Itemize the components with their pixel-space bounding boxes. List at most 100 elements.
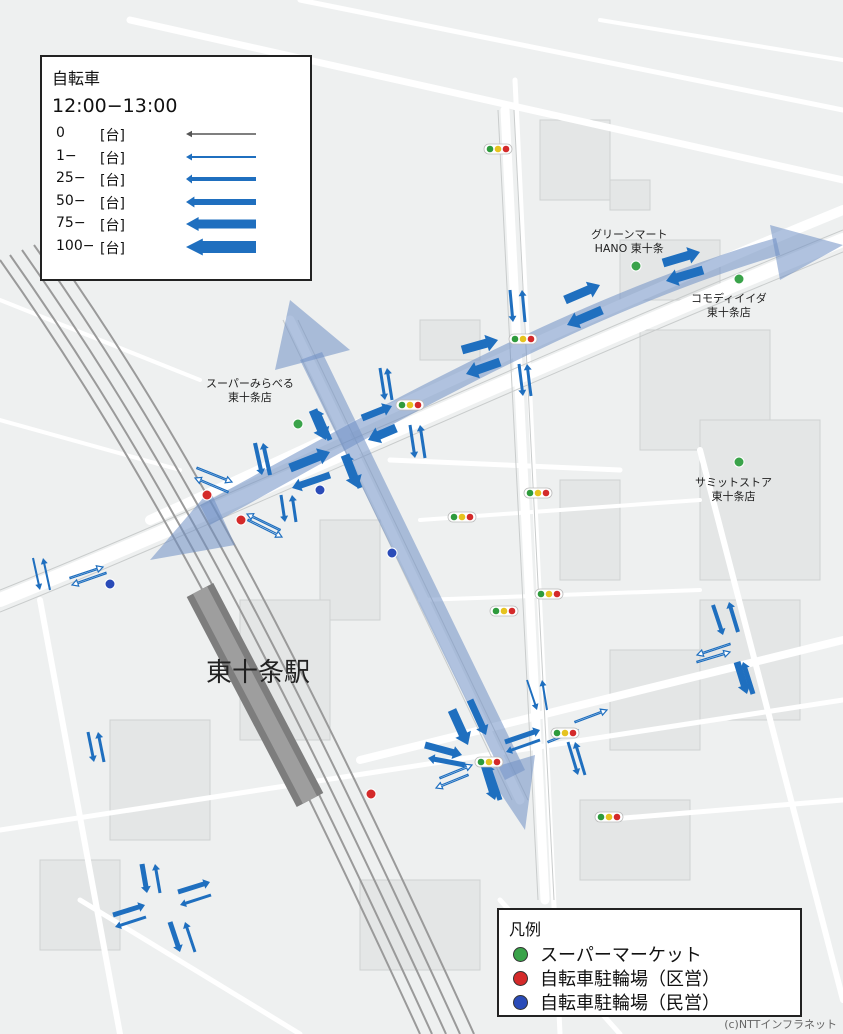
bike-flow-arrow — [32, 557, 43, 590]
flow-legend-unit: [台] — [100, 150, 125, 167]
flow-legend-value: 25− — [56, 170, 86, 186]
bike-flow-arrow — [740, 662, 756, 695]
mirabelle-line2: 東十条店 — [227, 391, 272, 404]
summit-line1: サミットストア — [695, 476, 772, 489]
legend-dot-icon — [513, 946, 528, 962]
bike-flow-arrow — [69, 565, 105, 580]
bike-flow-arrow — [466, 357, 502, 379]
category-legend-item: スーパーマーケット — [509, 942, 790, 966]
bike-flow-arrow — [288, 495, 298, 523]
city-blocks — [39, 119, 821, 971]
bike-flow-arrow — [246, 518, 284, 538]
bike-flow-arrow — [508, 289, 517, 322]
bike-flow-arrow — [70, 571, 107, 587]
category-legend-label: 自転車駐輪場（区営） — [540, 969, 720, 990]
bike-flow-arrow — [485, 765, 503, 801]
supermarket-marker-mirabelle — [292, 418, 304, 430]
legend-dot-icon — [513, 970, 528, 986]
bike-flow-arrow — [292, 471, 332, 492]
bike-flow-arrows — [32, 247, 756, 953]
station-label: 東十条駅 — [206, 658, 311, 688]
bike-flow-arrow — [408, 424, 419, 458]
bike-flow-arrow — [661, 247, 700, 268]
commodity-line2: 東十条店 — [706, 306, 751, 319]
bike-flow-arrow — [563, 281, 600, 305]
flow-legend-unit: [台] — [100, 195, 125, 212]
bike-flow-arrow — [726, 602, 740, 633]
traffic-signal-icon — [594, 811, 624, 823]
category-legend: 凡例 スーパーマーケット自転車駐輪場（区営） 自転車駐輪場（民営） — [497, 908, 802, 1017]
flow-legend-unit: [台] — [100, 218, 125, 234]
bike-flow-arrow — [86, 731, 97, 762]
bike-flow-arrow — [526, 679, 539, 710]
flow-legend-row: 50− [台] — [52, 191, 300, 214]
flow-legend-row: 100−[台] — [52, 236, 300, 259]
flow-legend-unit: [台] — [100, 173, 125, 189]
category-legend-title: 凡例 — [509, 920, 542, 939]
bike-flow-arrow — [195, 466, 234, 484]
bike-flow-arrow — [696, 649, 732, 664]
flow-legend-row: 25− [台] — [52, 168, 300, 191]
traffic-signal-icon — [489, 605, 519, 617]
bike-flow-arrow — [416, 425, 427, 459]
parking-private-marker — [314, 484, 326, 496]
flow-legend-unit: [台] — [100, 240, 125, 257]
bike-flow-arrow — [115, 915, 147, 929]
bike-flow-arrow — [460, 334, 498, 355]
copyright: (c)NTTインフラネット — [724, 1018, 837, 1031]
legend-dot-icon — [513, 994, 528, 1010]
supermarket-marker-summit — [733, 456, 745, 468]
bike-flow-arrow — [40, 558, 51, 591]
bike-flow-arrow — [384, 368, 394, 401]
category-legend-label: 自転車駐輪場（民営） — [540, 993, 720, 1014]
place-label-green-mart: グリーンマート HANO 東十条 — [591, 228, 667, 256]
parking-private-marker — [104, 578, 116, 590]
bike-flow-arrow — [378, 367, 388, 400]
bike-flow-arrow — [180, 893, 212, 907]
category-legend-item: 自転車駐輪場（民営） — [509, 990, 790, 1014]
bike-flow-arrow — [539, 680, 548, 711]
bike-flow-arrow — [506, 738, 541, 754]
parking-public-marker — [201, 489, 213, 501]
bike-flow-arrow — [733, 661, 751, 694]
traffic-signal-icon — [483, 143, 513, 155]
commodity-line1: コモディイイダ — [691, 292, 767, 305]
green-mart-line1: グリーンマート — [591, 228, 668, 241]
flow-legend-arrow-icon — [186, 153, 256, 160]
parking-private-marker — [386, 547, 398, 559]
poi-markers — [104, 260, 745, 800]
bike-flow-arrow — [315, 410, 333, 441]
bike-flow-arrow — [288, 448, 330, 473]
flow-legend-value: 50− — [56, 192, 86, 209]
bike-flow-arrow — [424, 741, 462, 759]
traffic-signal-icon — [534, 588, 564, 600]
bike-flow-arrow — [567, 305, 604, 329]
bike-flow-arrow — [666, 265, 705, 286]
flow-legend-row: 0[台] — [52, 123, 300, 146]
place-label-summit: サミットストア 東十条店 — [695, 476, 772, 504]
flow-legend-arrow-icon — [186, 174, 256, 184]
bike-flow-arrow — [139, 863, 151, 893]
summit-line2: 東十条店 — [711, 490, 756, 503]
traffic-signal-icon — [395, 399, 425, 411]
category-legend-item: 自転車駐輪場（区営） — [509, 966, 790, 990]
bike-flow-arrow — [711, 604, 726, 635]
supermarket-marker-green-mart — [630, 260, 642, 272]
bike-flow-arrow — [695, 642, 731, 657]
parking-public-marker — [365, 788, 377, 800]
place-label-mirabelle: スーパーみらべる 東十条店 — [206, 377, 294, 405]
flow-legend-title: 自転車 — [52, 69, 101, 88]
bike-flow-arrow — [428, 754, 466, 768]
bike-flow-arrow — [566, 741, 581, 775]
mirabelle-line1: スーパーみらべる — [206, 377, 294, 390]
traffic-signal-icon — [474, 756, 504, 768]
bike-flow-arrow — [177, 879, 210, 895]
flow-legend: 自転車 12:00−13:00 0[台]1−[台]25−[台]50−[台]75−… — [40, 55, 312, 281]
route-arrows — [150, 225, 843, 830]
bike-flow-arrow — [504, 727, 540, 745]
traffic-signal-icon — [550, 727, 580, 739]
category-legend-rows: スーパーマーケット自転車駐輪場（区営） 自転車駐輪場（民営） — [509, 942, 790, 1014]
bike-flow-arrow — [572, 742, 587, 776]
